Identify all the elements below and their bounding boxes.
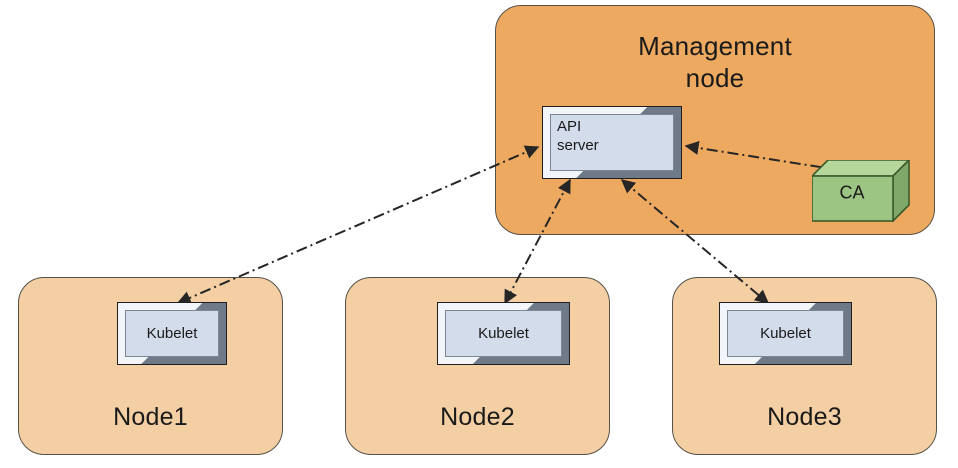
bevel-face	[125, 310, 219, 357]
ca-front-face	[812, 175, 894, 222]
bevel-face	[727, 310, 844, 357]
bevel-face	[550, 114, 674, 171]
kubelet2-label: Kubelet	[478, 324, 529, 342]
ca-label: CA	[839, 182, 865, 203]
kubelet-box-node3[interactable]: Kubelet	[719, 302, 852, 365]
api-server-label: API server	[557, 118, 599, 154]
bevel-face	[445, 310, 562, 357]
api-server-box[interactable]: API server	[542, 106, 682, 179]
kubelet1-label: Kubelet	[146, 324, 198, 342]
kubelet3-label: Kubelet	[760, 324, 811, 342]
node3-label: Node3	[767, 403, 842, 431]
kubelet-box-node1[interactable]: Kubelet	[117, 302, 227, 365]
ca-cuboid[interactable]: CA	[812, 160, 910, 222]
node1-label: Node1	[113, 403, 188, 431]
management-node-label: Management node	[638, 31, 792, 93]
node2-label: Node2	[440, 403, 515, 431]
kubelet-box-node2[interactable]: Kubelet	[437, 302, 570, 365]
